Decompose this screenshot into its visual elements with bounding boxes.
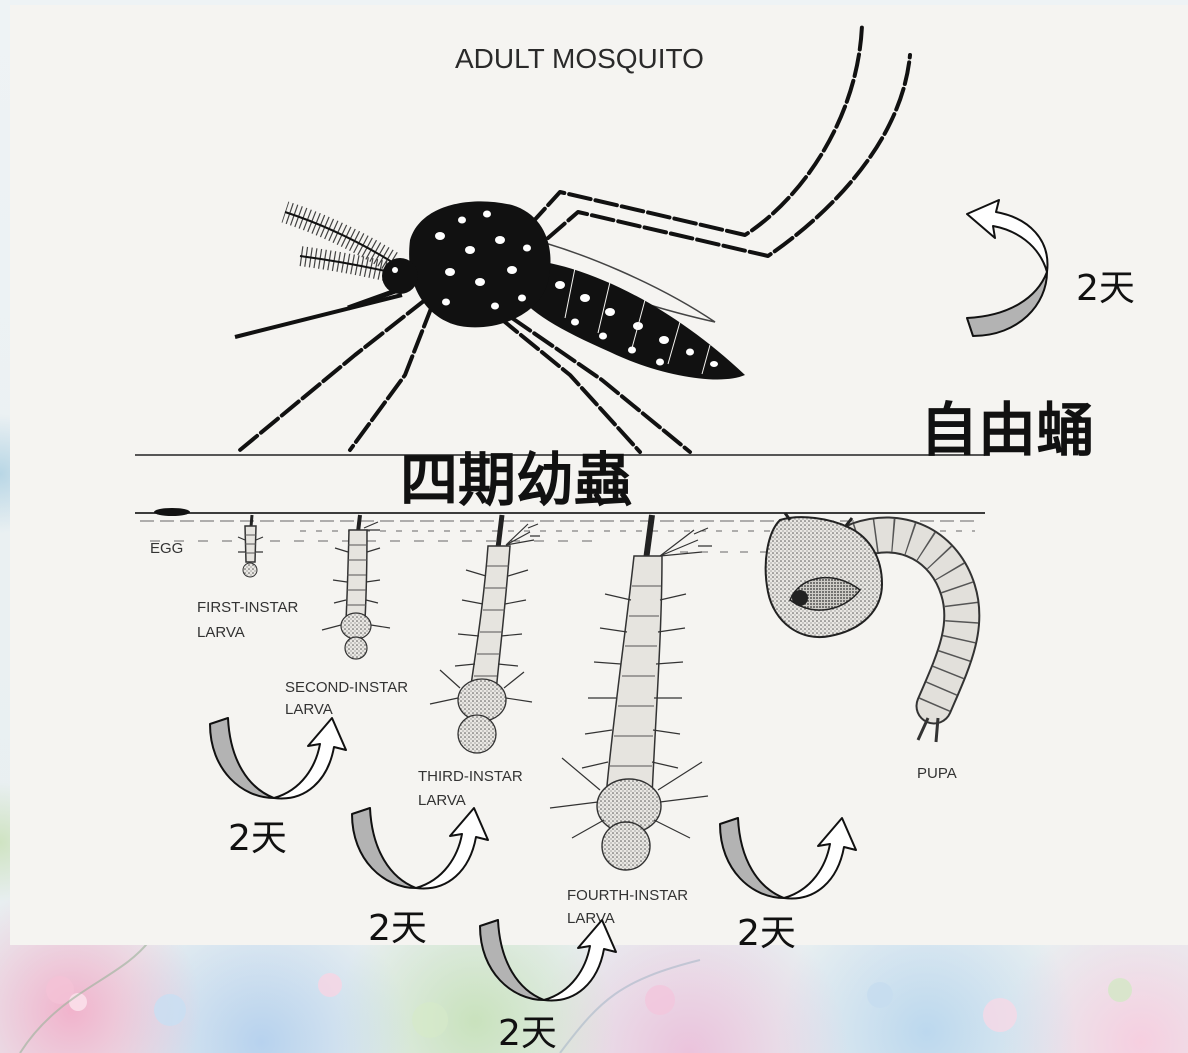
third-instar-label: THIRD-INSTAR [418, 768, 523, 785]
thorax [409, 201, 550, 327]
free-pupa-annotation: 自由蛹 [920, 396, 1094, 464]
second-instar-label: SECOND-INSTAR [285, 679, 408, 696]
mosquito-eye-highlight [392, 267, 398, 273]
floral-background [20, 940, 1132, 1053]
mosquito-head [382, 258, 418, 294]
duration-label: 2天 [228, 818, 287, 859]
duration-label: 2天 [368, 908, 427, 949]
first-instar-label: FIRST-INSTAR [197, 599, 299, 616]
egg-label: EGG [150, 540, 183, 557]
fourth-instar-label: FOURTH-INSTAR [567, 887, 688, 904]
adult-mosquito-title: ADULT MOSQUITO [455, 43, 704, 74]
fourth-instar-label-larva: LARVA [567, 910, 615, 927]
pupa-label: PUPA [917, 765, 957, 782]
second-instar-label-larva: LARVA [285, 701, 333, 718]
duration-label: 2天 [498, 1013, 557, 1053]
duration-label: 2天 [737, 913, 796, 954]
duration-label: 2天 [1076, 268, 1135, 309]
third-instar-label-larva: LARVA [418, 792, 466, 809]
larval-stages-annotation: 四期幼蟲 [400, 446, 632, 514]
first-instar-label-larva: LARVA [197, 624, 245, 641]
egg [154, 508, 190, 516]
